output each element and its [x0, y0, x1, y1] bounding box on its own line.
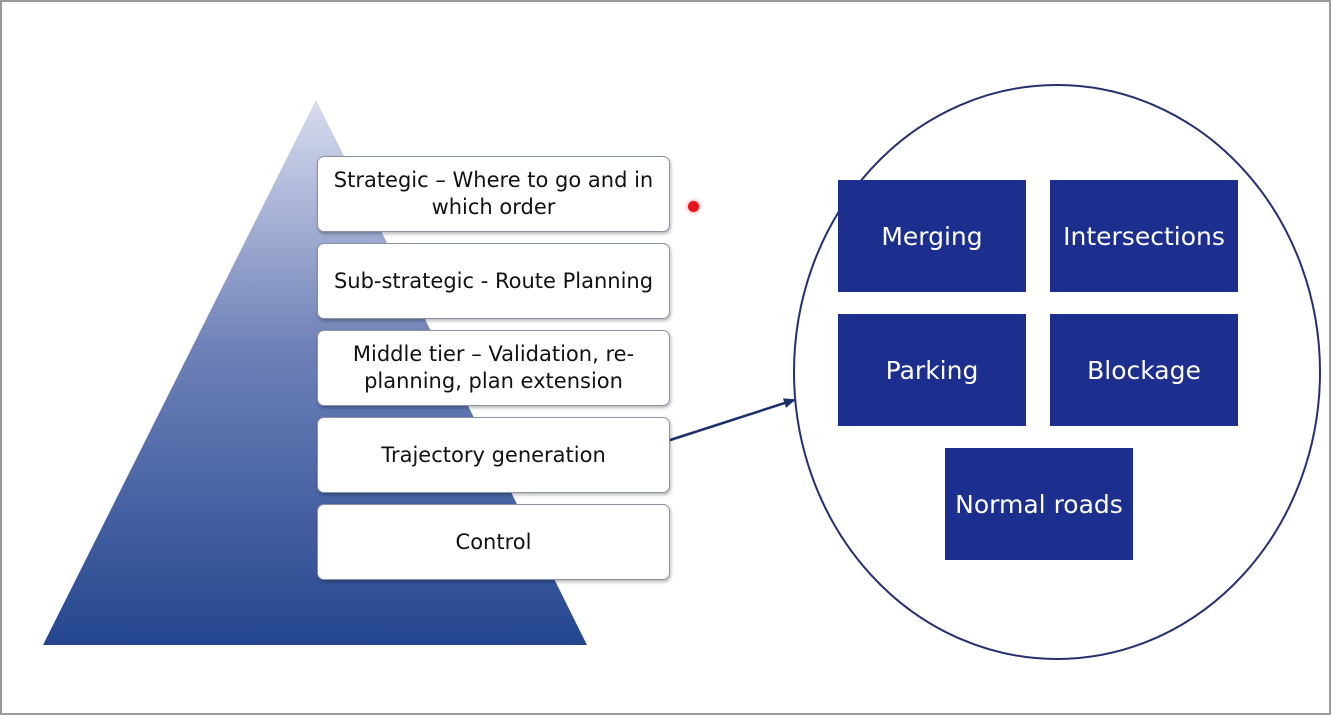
- scenario-blockage-label: Blockage: [1087, 355, 1201, 385]
- tier-sub-strategic-label: Sub-strategic - Route Planning: [333, 268, 654, 293]
- scenario-parking: Parking: [838, 314, 1026, 426]
- tier-middle-label: Middle tier – Validation, re-planning, p…: [352, 342, 635, 393]
- tier-trajectory-generation-label: Trajectory generation: [381, 442, 606, 467]
- tier-strategic-label: Strategic – Where to go and in which ord…: [333, 168, 654, 219]
- tier-middle: Middle tier – Validation, re-planning, p…: [317, 330, 670, 406]
- tier-control: Control: [317, 504, 670, 580]
- scenario-parking-label: Parking: [885, 355, 979, 385]
- tier-control-label: Control: [455, 529, 532, 554]
- scenario-merging: Merging: [838, 180, 1026, 292]
- tier-sub-strategic: Sub-strategic - Route Planning: [317, 243, 670, 319]
- scenario-normal-roads-label: Normal roads: [955, 489, 1123, 519]
- scenario-intersections: Intersections: [1050, 180, 1238, 292]
- scenario-intersections-label: Intersections: [1063, 221, 1225, 251]
- tier-strategic: Strategic – Where to go and in which ord…: [317, 156, 670, 232]
- tier-trajectory-generation: Trajectory generation: [317, 417, 670, 493]
- scenario-merging-label: Merging: [881, 221, 983, 251]
- trajectory-arrow: [663, 398, 796, 444]
- scenario-normal-roads: Normal roads: [945, 448, 1133, 560]
- scenario-blockage: Blockage: [1050, 314, 1238, 426]
- pointer-dot: [688, 201, 699, 212]
